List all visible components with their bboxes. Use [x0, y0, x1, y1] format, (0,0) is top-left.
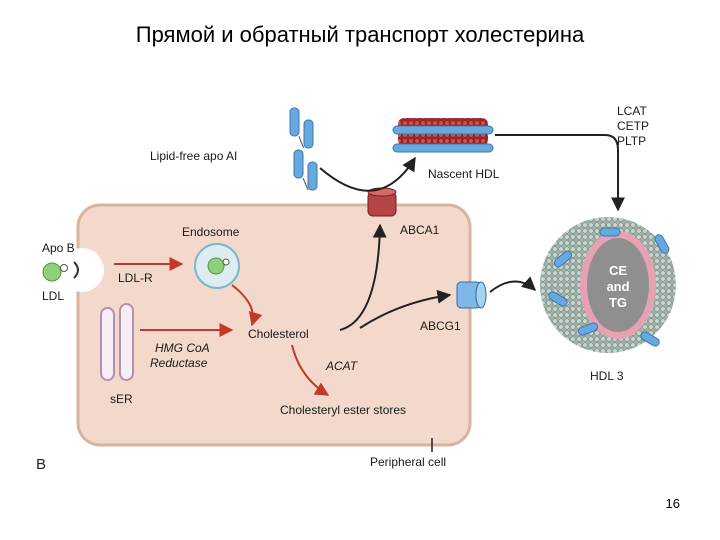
arrow-abcg1-to-hdl3 — [489, 276, 537, 293]
label-acat: ACAT — [325, 359, 359, 373]
arrow-nascent-to-hdl3 — [495, 134, 625, 212]
label-ldl: LDL — [42, 289, 64, 303]
page-number: 16 — [665, 496, 680, 511]
apo-ai-helices — [289, 107, 318, 191]
label-endosome: Endosome — [182, 225, 240, 239]
nascent-hdl-disc — [392, 118, 494, 153]
label-cholesterol: Cholesterol — [248, 327, 309, 341]
ldl-particle — [42, 262, 62, 282]
label-ldl-r: LDL-R — [118, 271, 153, 285]
ldl-receptor-pit — [60, 248, 104, 292]
label-and: and — [606, 279, 629, 294]
label-apo-b: Apo B — [42, 241, 75, 255]
smooth-er — [100, 303, 134, 381]
label-lipid-free-apo-ai: Lipid-free apo AI — [150, 149, 237, 163]
label-reductase: Reductase — [150, 356, 208, 370]
slide-title: Прямой и обратный транспорт холестерина — [135, 22, 585, 47]
label-peripheral-cell: Peripheral cell — [370, 455, 446, 469]
label-abca1: ABCA1 — [400, 223, 440, 237]
endosome — [194, 243, 240, 289]
peripheral-cell — [76, 203, 472, 447]
label-abcg1: ABCG1 — [420, 319, 461, 333]
label-pltp: PLTP — [617, 134, 646, 148]
label-hmg-coa: HMG CoA — [155, 341, 210, 355]
arrow-cholesterol-to-esters — [291, 344, 330, 396]
arrow-cholesterol-to-abca1 — [339, 223, 387, 331]
label-lcat: LCAT — [617, 104, 647, 118]
label-cholesteryl-ester-stores: Cholesteryl ester stores — [280, 403, 406, 417]
panel-label: B — [36, 456, 46, 473]
label-hdl3: HDL 3 — [590, 369, 624, 383]
abcg1-transporter — [456, 281, 487, 309]
arrow-cholesterol-to-abcg1 — [359, 289, 452, 329]
arrow-apoai-to-nascent-hdl — [319, 156, 416, 192]
hdl3-particle — [540, 217, 676, 353]
arrow-endosome-to-cholesterol — [231, 284, 263, 327]
label-ser: sER — [110, 392, 133, 406]
label-cetp: CETP — [617, 119, 649, 133]
label-ce: CE — [609, 263, 627, 278]
label-nascent-hdl: Nascent HDL — [428, 167, 500, 181]
abca1-transporter — [367, 187, 397, 217]
label-tg: TG — [609, 295, 627, 310]
